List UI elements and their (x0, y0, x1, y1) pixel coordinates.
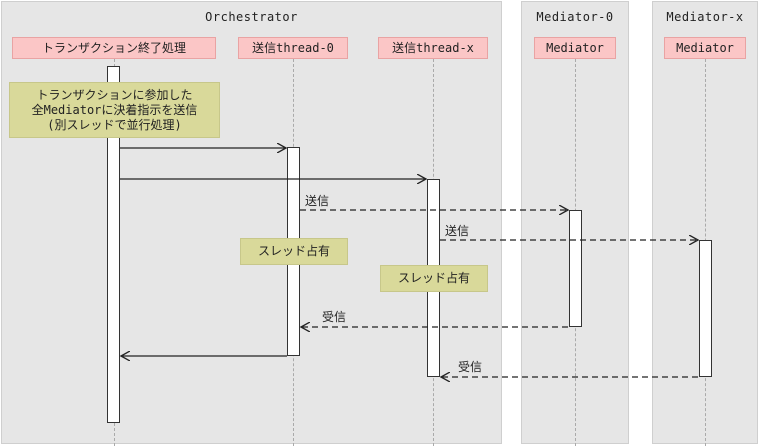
activation-mediator-0 (569, 210, 582, 327)
note-dispatch: トランザクションに参加した 全Mediatorに決着指示を送信 (別スレッドで並… (9, 82, 220, 138)
participant-thread-x: 送信thread-x (378, 37, 488, 59)
participant-mediator-0: Mediator (534, 37, 616, 59)
group-orchestrator: Orchestrator (1, 1, 502, 444)
label-send-0: 送信 (305, 194, 330, 208)
group-orchestrator-label: Orchestrator (205, 10, 298, 24)
note-occupy-x: スレッド占有 (380, 265, 488, 292)
label-recv-x: 受信 (458, 360, 483, 374)
label-recv-0: 受信 (322, 310, 347, 324)
participant-mediator-x: Mediator (664, 37, 746, 59)
group-mediator-x-label: Mediator-x (666, 10, 744, 24)
participant-tx-end: トランザクション終了処理 (12, 37, 216, 59)
group-mediator-0-label: Mediator-0 (536, 10, 614, 24)
participant-thread-0: 送信thread-0 (238, 37, 348, 59)
note-occupy-0: スレッド占有 (240, 238, 348, 265)
activation-mediator-x (699, 240, 712, 377)
activation-tx-end (107, 66, 120, 423)
label-send-x: 送信 (445, 224, 470, 238)
